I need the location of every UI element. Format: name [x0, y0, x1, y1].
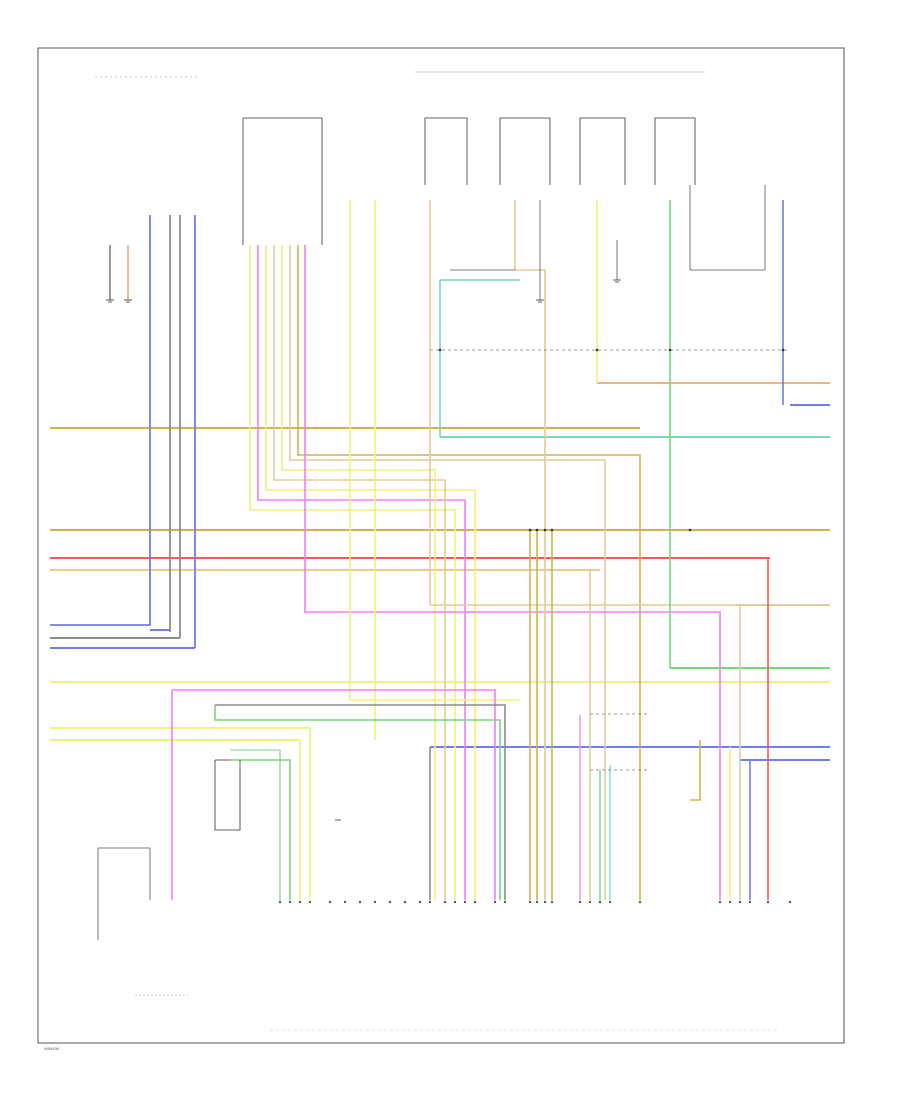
lower-left-module [214, 759, 241, 831]
splice-dots [438, 348, 785, 532]
header-marks [95, 71, 780, 1031]
horizontal-wires [50, 382, 830, 761]
harness-wires [249, 245, 721, 900]
left-vertical-wires [50, 215, 196, 648]
mid-vertical-wires [349, 185, 784, 900]
diagram-frame [37, 47, 845, 1044]
ground-symbols [106, 279, 621, 821]
bottom-connector-row [278, 900, 792, 904]
module-brackets [242, 117, 696, 245]
dashed-splices [430, 349, 790, 771]
lower-wires [97, 689, 731, 940]
footer-label: W56498 [44, 1046, 60, 1051]
